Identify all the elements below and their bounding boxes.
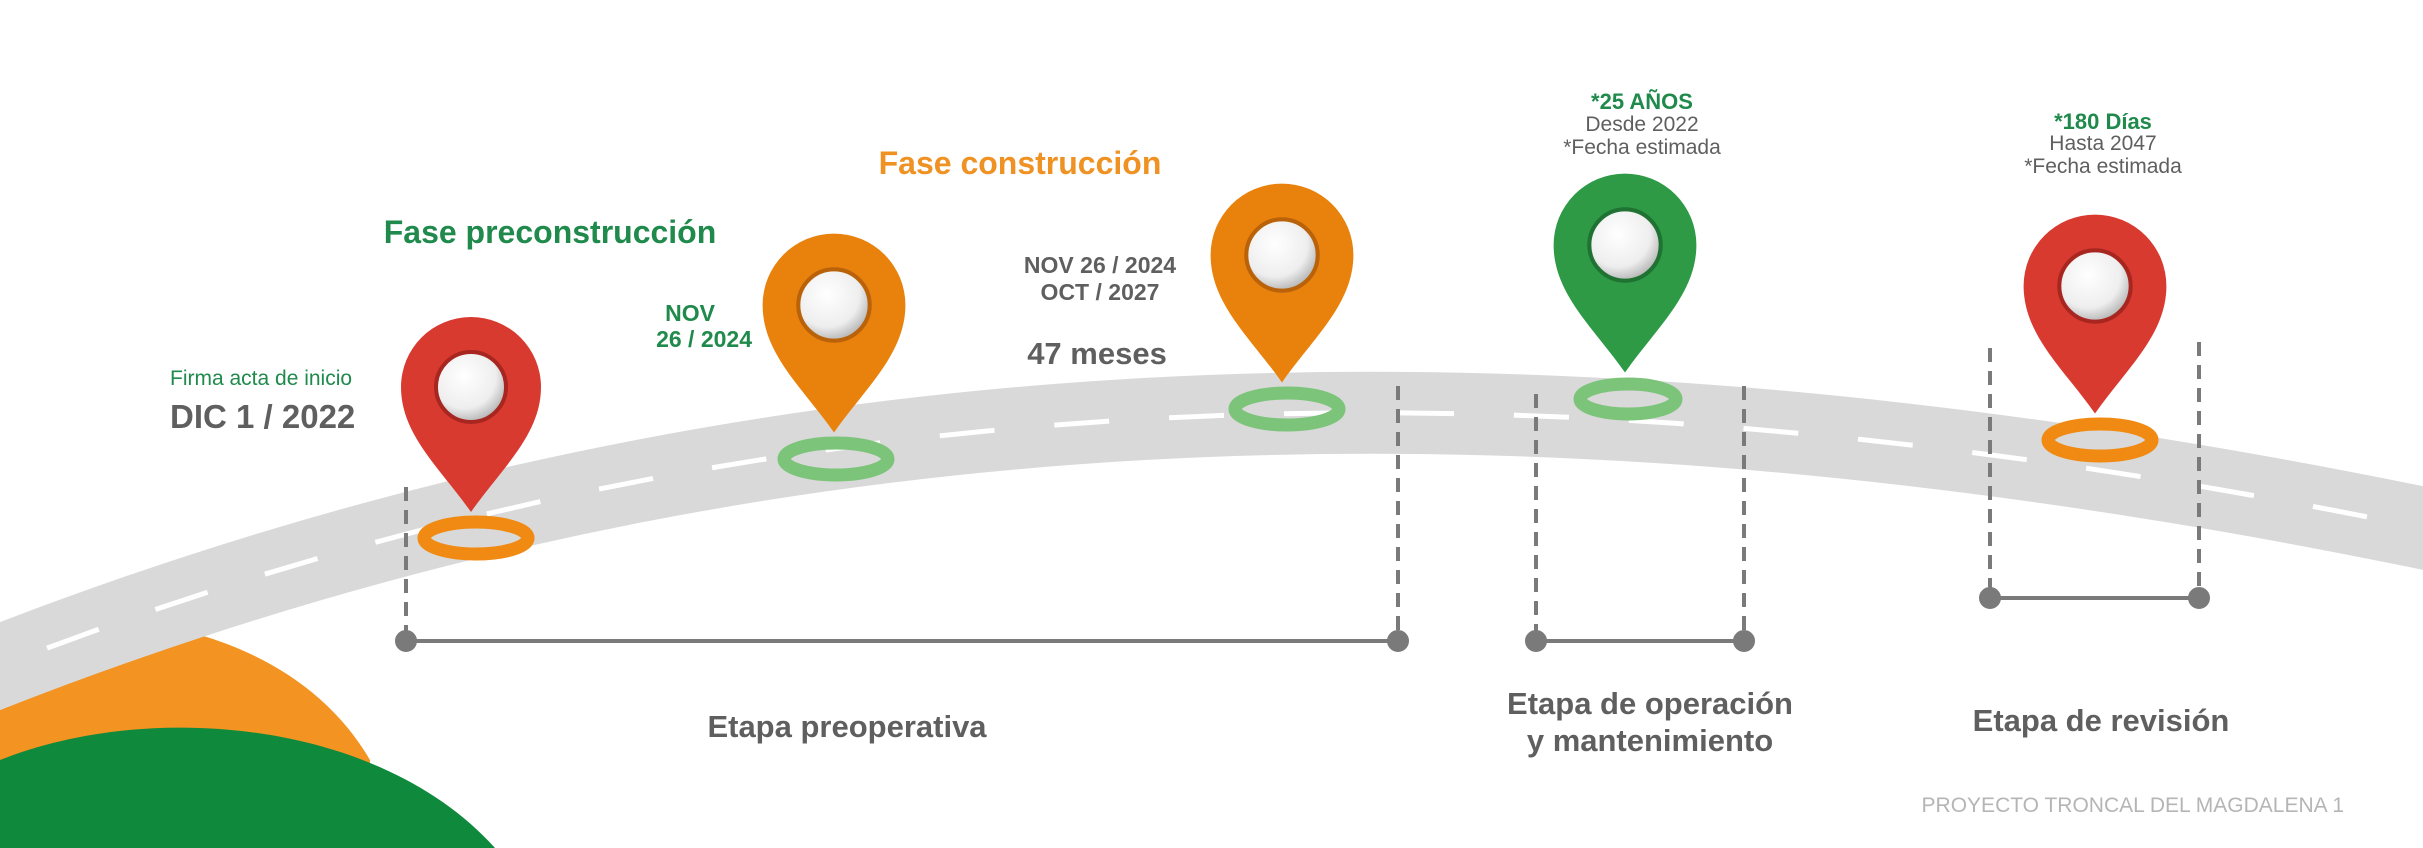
bracket-review xyxy=(1979,342,2210,609)
ring-green xyxy=(1228,386,1346,432)
operation-since: Desde 2022 xyxy=(1585,113,1699,136)
operation-note: *Fecha estimada xyxy=(1563,136,1721,159)
bracket-operation xyxy=(1525,386,1755,652)
ring-green xyxy=(1573,377,1683,421)
stage-preoperative: Etapa preoperativa xyxy=(707,709,987,744)
bracket-preoperative xyxy=(395,386,1409,652)
phase-construction-title: Fase construcción xyxy=(878,145,1162,181)
green-blob xyxy=(0,727,495,848)
operation-duration: *25 AÑOS xyxy=(1591,89,1693,114)
map-pin-icon-orange xyxy=(762,233,906,433)
review-duration: *180 Días xyxy=(2054,109,2152,134)
ring-orange xyxy=(417,515,535,561)
stage-review: Etapa de revisión xyxy=(1972,703,2230,738)
start-date: DIC 1 / 2022 xyxy=(170,398,356,435)
preconstruction-end-date-line1: NOV xyxy=(665,300,715,326)
start-label: Firma acta de inicio xyxy=(170,367,353,390)
map-pin-icon-orange xyxy=(1210,183,1354,383)
stage-operation-line1: Etapa de operación xyxy=(1507,686,1793,721)
road-lane-markings xyxy=(0,410,2423,669)
review-until: Hasta 2047 xyxy=(2049,132,2157,155)
project-footer: PROYECTO TRONCAL DEL MAGDALENA 1 xyxy=(1921,794,2344,817)
phase-preconstruction-title: Fase preconstrucción xyxy=(383,214,717,250)
map-pin-icon-red xyxy=(401,317,541,512)
review-note: *Fecha estimada xyxy=(2024,155,2182,178)
map-pin-icon-green xyxy=(1553,173,1697,373)
ring-green xyxy=(777,436,895,482)
construction-range-line1: NOV 26 / 2024 xyxy=(1023,252,1177,278)
map-pin-icon-red xyxy=(2023,214,2167,414)
preconstruction-end-date-line2: 26 / 2024 xyxy=(656,326,752,352)
construction-duration: 47 meses xyxy=(1027,336,1167,371)
ring-orange xyxy=(2041,417,2159,463)
construction-range-line2: OCT / 2027 xyxy=(1040,279,1160,305)
stage-operation-line2: y mantenimiento xyxy=(1526,723,1774,758)
